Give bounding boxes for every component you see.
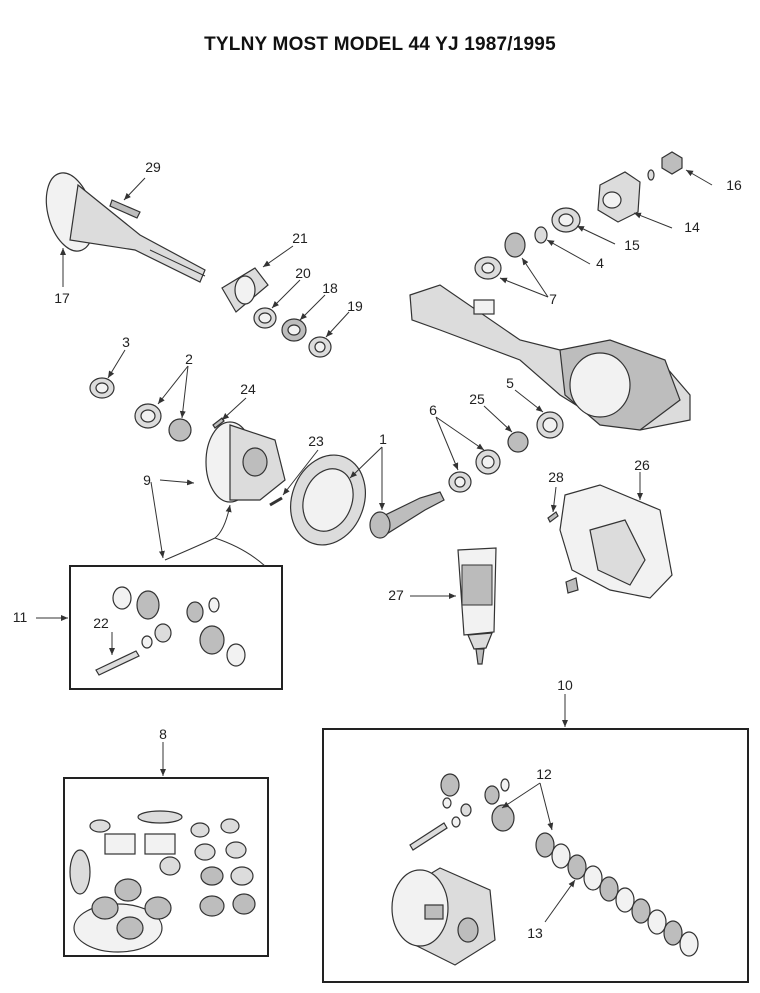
- limited-slip-box: [322, 728, 749, 983]
- pin-23: [269, 496, 283, 507]
- wheel-stud-29: [109, 199, 141, 219]
- overhaul-kit-parts: [69, 810, 256, 953]
- shim-3-inner: [95, 382, 109, 394]
- callout-16: 16: [726, 177, 742, 193]
- limited-slip-parts: [391, 773, 515, 966]
- callout-28: 28: [548, 469, 564, 485]
- retainer-plate-21: [221, 267, 269, 313]
- callout-7: 7: [549, 291, 557, 307]
- callout-15: 15: [624, 237, 640, 253]
- callout-27: 27: [388, 587, 404, 603]
- ring-gear-pinion-1: [290, 454, 445, 546]
- callout-24: 24: [240, 381, 256, 397]
- callout-9: 9: [143, 472, 151, 488]
- shims-5-inner: [542, 417, 558, 433]
- seal-15-inner: [558, 213, 574, 227]
- callout-4: 4: [596, 255, 604, 271]
- bolt-28: [547, 511, 559, 523]
- callout-10: 10: [557, 677, 573, 693]
- callout-19: 19: [347, 298, 363, 314]
- callout-3: 3: [122, 334, 130, 350]
- ring-19-inner: [314, 341, 326, 353]
- washer-16: [647, 169, 655, 181]
- bolt-24: [212, 417, 225, 429]
- bearing-18-inner: [287, 324, 301, 336]
- diagram-title: TYLNY MOST MODEL 44 YJ 1987/1995: [204, 34, 556, 55]
- bearing-6b-inner: [481, 455, 495, 469]
- clutch-plates-13: [535, 832, 699, 957]
- seal-20-inner: [258, 312, 272, 324]
- callout-18: 18: [322, 280, 338, 296]
- callout-11: 11: [13, 609, 28, 625]
- callout-1: 1: [379, 431, 387, 447]
- bearing-2a-inner: [140, 409, 156, 423]
- callout-5: 5: [506, 375, 514, 391]
- callout-8: 8: [159, 726, 167, 742]
- callout-21: 21: [292, 230, 308, 246]
- callout-20: 20: [295, 265, 311, 281]
- callout-13: 13: [527, 925, 543, 941]
- axle-shaft-17: [45, 172, 206, 283]
- callout-29: 29: [145, 159, 161, 175]
- leader-lines: [36, 169, 713, 923]
- callout-2: 2: [185, 351, 193, 367]
- axle-housing: [409, 284, 691, 431]
- callout-22: 22: [93, 615, 109, 631]
- differential-case-9: [205, 421, 286, 503]
- callout-26: 26: [634, 457, 650, 473]
- bearing-7b: [504, 232, 526, 258]
- sealant-tube-27: [457, 547, 497, 665]
- washer-4: [534, 226, 548, 244]
- plug: [565, 577, 579, 594]
- callout-6: 6: [429, 402, 437, 418]
- bearing-2b: [168, 418, 192, 442]
- bearing-7a-inner: [481, 262, 495, 274]
- bearing-6a-inner: [454, 476, 466, 488]
- crush-sleeve-25: [507, 431, 529, 453]
- callout-17: 17: [54, 290, 70, 306]
- callout-25: 25: [469, 391, 485, 407]
- callout-12: 12: [536, 766, 552, 782]
- callout-23: 23: [308, 433, 324, 449]
- callout-14: 14: [684, 219, 700, 235]
- spider-gear-set: [95, 586, 246, 676]
- nut-16: [661, 151, 683, 175]
- overhaul-kit-box: [63, 777, 269, 957]
- cover-26: [559, 484, 673, 599]
- spider-gear-kit-box: [69, 565, 283, 690]
- yoke-14: [597, 171, 641, 223]
